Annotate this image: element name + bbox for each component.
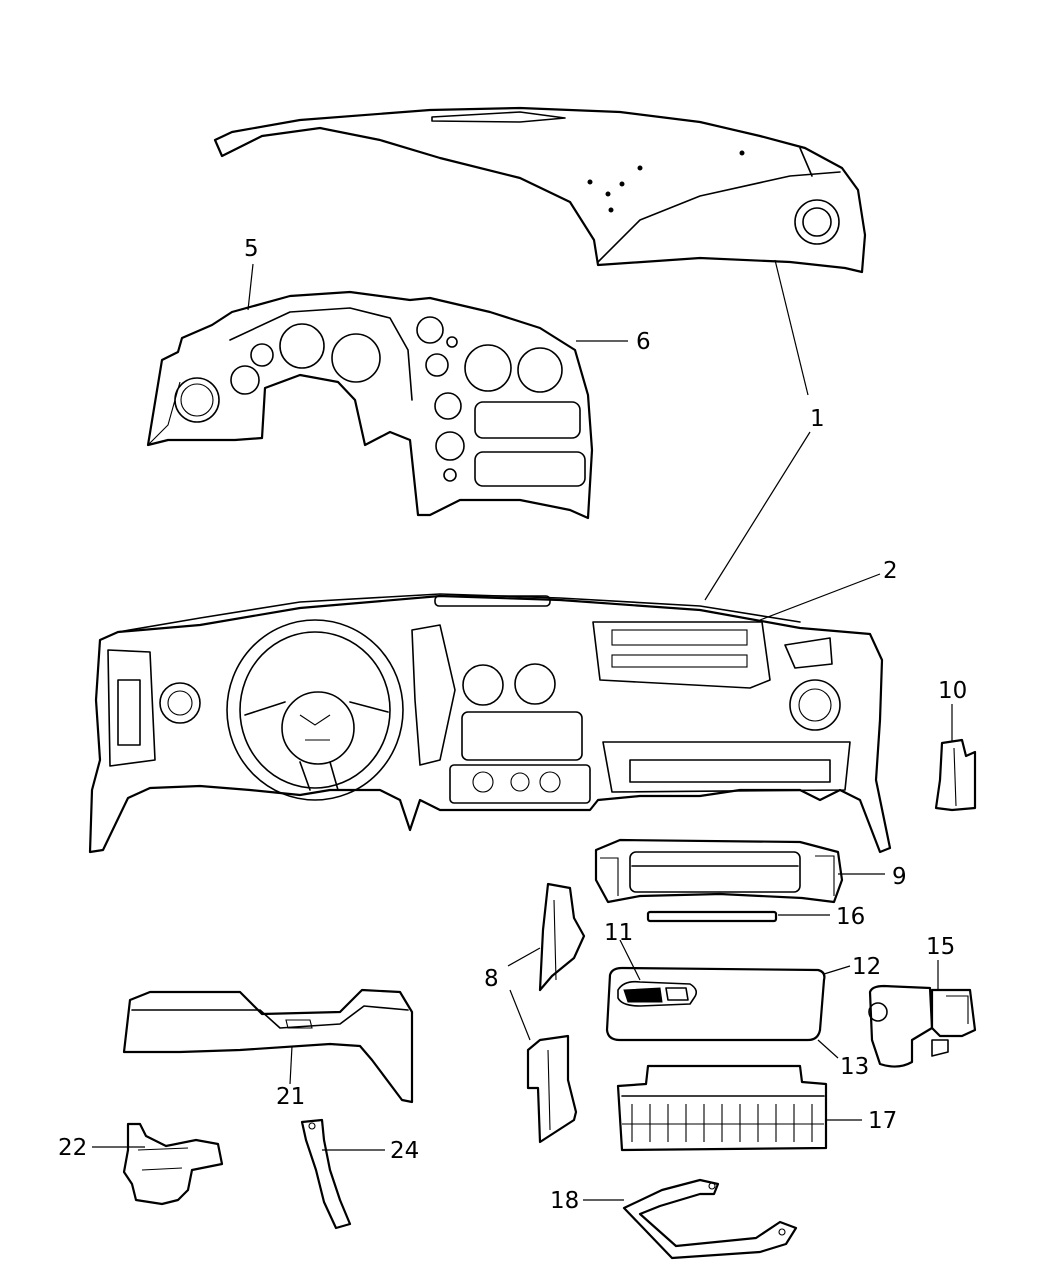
part-24-support-strap[interactable] xyxy=(300,1118,352,1230)
callout-21: 21 xyxy=(276,1084,305,1110)
callout-labels: 5 6 1 2 10 9 16 11 15 12 8 13 17 21 22 2… xyxy=(58,236,967,1214)
part-8-side-panel-lower[interactable] xyxy=(526,1034,578,1144)
callout-22: 22 xyxy=(58,1135,87,1161)
part-16-trim-strip[interactable] xyxy=(646,910,778,923)
part-17-glove-box-bin[interactable] xyxy=(616,1064,828,1152)
callout-11: 11 xyxy=(604,920,633,946)
part-9-passenger-airbag-module[interactable] xyxy=(594,838,844,904)
part-10-side-bracket[interactable] xyxy=(934,738,977,812)
callout-6: 6 xyxy=(636,329,651,355)
callout-5: 5 xyxy=(244,236,259,262)
callout-8: 8 xyxy=(484,966,499,992)
part-22-mounting-bracket[interactable] xyxy=(122,1122,224,1206)
callout-1: 1 xyxy=(810,406,825,432)
part-5-6-instrument-bezel[interactable] xyxy=(146,290,594,520)
part-2-instrument-panel-assembly[interactable] xyxy=(88,593,892,854)
callout-13: 13 xyxy=(840,1054,869,1080)
callout-12: 12 xyxy=(852,954,881,980)
callout-9: 9 xyxy=(892,864,907,890)
callout-2: 2 xyxy=(883,558,898,584)
callout-24: 24 xyxy=(390,1138,419,1164)
callout-16: 16 xyxy=(836,904,865,930)
callout-15: 15 xyxy=(926,934,955,960)
part-12-glove-box-door[interactable] xyxy=(605,966,826,1042)
leader-lines xyxy=(92,259,953,1201)
part-18-support-rod[interactable] xyxy=(622,1178,798,1260)
part-15-glove-box-lock[interactable] xyxy=(868,984,977,1068)
part-1-dash-top-pad[interactable] xyxy=(213,106,867,274)
callout-17: 17 xyxy=(868,1108,897,1134)
part-11-glove-box-latch[interactable] xyxy=(617,980,698,1007)
part-21-lower-knee-panel[interactable] xyxy=(122,988,414,1104)
callout-10: 10 xyxy=(938,678,967,704)
callout-18: 18 xyxy=(550,1188,579,1214)
part-8-side-panel-upper[interactable] xyxy=(538,882,586,992)
